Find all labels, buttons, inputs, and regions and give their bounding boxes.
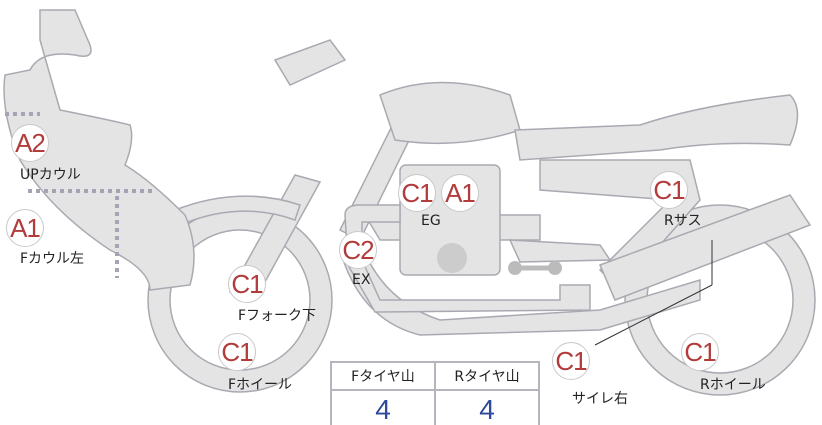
label-muffler-right: サイレ右 <box>572 391 628 407</box>
label-engine: EG <box>421 213 441 229</box>
grade-badge-muffler-right: C1 <box>552 342 590 380</box>
grade-badge-front-cowl-left: A1 <box>6 209 44 247</box>
grade-badge-engine-2: A1 <box>441 174 479 212</box>
seat <box>514 94 799 161</box>
front-tire-value: 4 <box>330 389 436 425</box>
exhaust <box>344 204 591 313</box>
rear-tire-header: Rタイヤ山 <box>434 361 540 391</box>
grade-badge-exhaust: C2 <box>339 231 377 269</box>
label-front-fork: Fフォーク下 <box>238 308 317 324</box>
label-front-wheel: Fホイール <box>228 377 293 393</box>
label-front-cowl-left: Fカウル左 <box>20 251 85 267</box>
muffler <box>598 194 812 301</box>
label-upper-cowl: UPカウル <box>20 167 81 183</box>
label-rear-suspension: Rサス <box>664 213 702 229</box>
grade-badge-front-wheel: C1 <box>218 333 256 371</box>
grade-badge-rear-suspension: C1 <box>650 171 688 209</box>
front-cowl <box>3 9 195 291</box>
grade-badge-engine-1: C1 <box>398 174 436 212</box>
front-tire-header: Fタイヤ山 <box>330 361 436 391</box>
grade-badge-front-fork: C1 <box>228 265 266 303</box>
grade-badge-upper-cowl: A2 <box>11 124 49 162</box>
tire-tread-table: Fタイヤ山 Rタイヤ山 4 4 <box>330 361 540 425</box>
label-exhaust: EX <box>352 272 371 288</box>
fuel-tank <box>379 81 521 145</box>
label-rear-wheel: Rホイール <box>700 377 766 393</box>
rear-tire-value: 4 <box>434 389 540 425</box>
grade-badge-rear-wheel: C1 <box>681 333 719 371</box>
